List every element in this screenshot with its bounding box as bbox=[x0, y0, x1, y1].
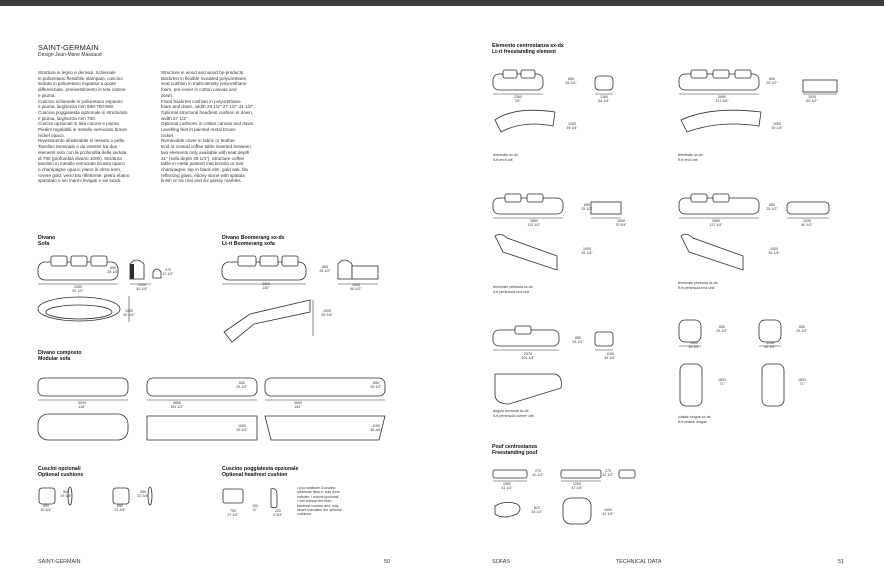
fs-r3a-width: 2570 101 1/4" bbox=[521, 352, 535, 361]
section-title-pouf: Pouf centrostanza Freestanding pouf bbox=[492, 444, 538, 457]
designer-credit: Design Jean-Marie Massaud bbox=[38, 52, 102, 58]
sofa-arm-height: 270 10 1/2" bbox=[162, 268, 174, 277]
modular-depth-2: 1190 46 3/4" bbox=[370, 424, 382, 433]
description-italian: Struttura in legno e derivati. Schienale… bbox=[38, 70, 130, 184]
pouf-1-depth: 620 24 1/2" bbox=[531, 506, 543, 515]
fs-r2b-caption: terminale penisola sx-dx lt-rt peninsula… bbox=[678, 281, 718, 290]
boomerang-height: 650 25 1/2" bbox=[319, 265, 331, 274]
cushion-2-height: 580 22 3/4" bbox=[137, 490, 149, 499]
sofa-drawing bbox=[37, 255, 162, 322]
pouf-2-height: 270 10 1/2" bbox=[602, 469, 614, 478]
boomerang-sofa-drawing bbox=[221, 255, 379, 343]
pouf-1-width: 1050 41 1/2" bbox=[501, 482, 513, 491]
section-title-sofa: Divano Sofa bbox=[38, 235, 56, 248]
fs-r1a-height: 650 25 1/2" bbox=[565, 77, 577, 86]
modular-height-2: 650 25 1/2" bbox=[370, 381, 382, 390]
cushions-drawing bbox=[38, 486, 153, 506]
cushion-1-width: 500 19 3/4" bbox=[40, 504, 52, 513]
headrest-depth: 150 6" bbox=[252, 504, 258, 513]
fs-r1b-caption: terminale sx-dx lt-rt end unit bbox=[678, 153, 704, 162]
modular-width-2: 3850 151 1/2" bbox=[170, 401, 184, 410]
headrest-drawing bbox=[222, 488, 278, 509]
modular-width-1: 3000 118" bbox=[78, 401, 86, 410]
sofa-depth: 1020 40 1/4" bbox=[136, 283, 148, 292]
fs-r2a-height: 650 25 1/2" bbox=[581, 203, 593, 212]
fs-r3b-depth-2: 1800 71" bbox=[798, 378, 806, 387]
fs-r2b-depth: 1535 60 1/2" bbox=[801, 219, 813, 228]
fs-r2a-width: 2860 112 1/2" bbox=[527, 219, 541, 228]
fs-r1a-depth: 1380 54 1/4" bbox=[598, 95, 610, 104]
page-number-left: 50 bbox=[384, 559, 390, 565]
modular-depth-1: 1000 39 1/4" bbox=[236, 424, 248, 433]
section-title-freestanding: Elemento centrostanza sx-dx Lt-rt freest… bbox=[492, 43, 564, 56]
fs-r1a-caption: terminale sx-dx lt-rt end unit bbox=[493, 153, 519, 162]
fs-r3a-height: 650 25 1/2" bbox=[572, 336, 584, 345]
headrest-note: • puo sostituire il cuscino schienale fi… bbox=[297, 486, 342, 517]
fs-r1b-height: 650 25 1/2" bbox=[766, 77, 778, 86]
modular-sofa-drawing bbox=[37, 377, 386, 441]
cushion-2-width: 550 21 3/4" bbox=[114, 504, 126, 513]
fs-r1a-plan-depth: 1000 39 1/4" bbox=[566, 122, 578, 131]
section-title-modular: Divano composto Modular sofa bbox=[38, 350, 82, 363]
fs-r2a-caption: terminale penisola sx-dx lt-rt peninsula… bbox=[493, 285, 533, 294]
fs-r1a-width: 2360 93" bbox=[514, 95, 522, 104]
fs-r3b-caption: chaise longue sx-dx lt-rt chaise longue bbox=[678, 415, 711, 424]
fs-r2b-width: 2960 117 1/4" bbox=[709, 219, 723, 228]
fs-r3b-width-2: 1150 45 1/4" bbox=[764, 341, 776, 350]
sofa-width: 2350 92 1/2" bbox=[72, 285, 84, 294]
description-english: Structure in wood and wood by-products. … bbox=[161, 70, 255, 184]
fs-r1b-depth: 1535 60 1/2" bbox=[806, 95, 818, 104]
fs-r1b-width: 3090 121 3/4" bbox=[715, 95, 729, 104]
fs-r3b-depth-1: 1800 71" bbox=[718, 378, 726, 387]
fs-r3a-depth: 1150 45 1/4" bbox=[604, 352, 616, 361]
footer-section: TECHNICAL DATA bbox=[616, 559, 662, 565]
boomerang-plan-depth: 1000 39 1/4" bbox=[321, 309, 333, 318]
pouf-drawings bbox=[492, 469, 636, 525]
section-title-cushions: Cuscini opzionali Optional cushions bbox=[38, 466, 84, 479]
modular-height-1: 650 25 1/2" bbox=[236, 381, 248, 390]
fs-r2b-height: 650 25 1/2" bbox=[766, 203, 778, 212]
headrest-height: 220 8 3/4" bbox=[273, 509, 283, 518]
footer-collection: SAINT-GERMAIN bbox=[38, 559, 81, 565]
fs-r2a-plan-depth: 1000 39 1/4" bbox=[581, 247, 593, 256]
section-title-headrest: Cuscino poggiatesta opzionale Optional h… bbox=[222, 466, 299, 479]
fs-r1b-plan-depth: 1000 39 1/4" bbox=[771, 122, 783, 131]
sofa-height: 650 25 1/2" bbox=[107, 266, 119, 275]
boomerang-depth: 1535 60 1/2" bbox=[350, 283, 362, 292]
fs-r3b-height: 650 25 1/2" bbox=[716, 325, 728, 334]
cushion-1-height: 500 19 3/4" bbox=[60, 490, 72, 499]
fs-r3b-width: 1000 39 1/4" bbox=[688, 341, 700, 350]
pouf-2-width: 1200 47 1/4" bbox=[571, 482, 583, 491]
fs-r3a-plan bbox=[494, 373, 562, 405]
pouf-1-height: 270 10 1/2" bbox=[532, 469, 544, 478]
top-bar bbox=[0, 0, 884, 6]
footer-category: SOFAS bbox=[492, 559, 510, 565]
sofa-plan-depth: 1020 40 1/4" bbox=[123, 309, 135, 318]
headrest-width: 700 27 1/2" bbox=[227, 509, 239, 518]
page-number-right: 51 bbox=[838, 559, 844, 565]
fs-r2a-depth: 1800 70 3/4" bbox=[615, 219, 627, 228]
fs-r3b-height-2: 650 25 1/2" bbox=[796, 325, 808, 334]
fs-r3b-plan bbox=[679, 363, 785, 407]
boomerang-width: 3300 130" bbox=[262, 282, 270, 291]
freestanding-drawings bbox=[492, 69, 838, 351]
section-title-boomerang: Divano Boomerang sx-dx Lt-rt Boomerang s… bbox=[222, 235, 285, 248]
pouf-2-depth: 1050 41 1/4" bbox=[602, 508, 614, 517]
modular-width-3: 4600 181" bbox=[294, 401, 302, 410]
fs-r2b-plan-depth: 1000 39 1/4" bbox=[768, 247, 780, 256]
fs-r3a-caption: angolo penisola sx-dx lt-rt peninsula co… bbox=[493, 409, 534, 418]
page-title: SAINT-GERMAIN bbox=[38, 43, 99, 52]
